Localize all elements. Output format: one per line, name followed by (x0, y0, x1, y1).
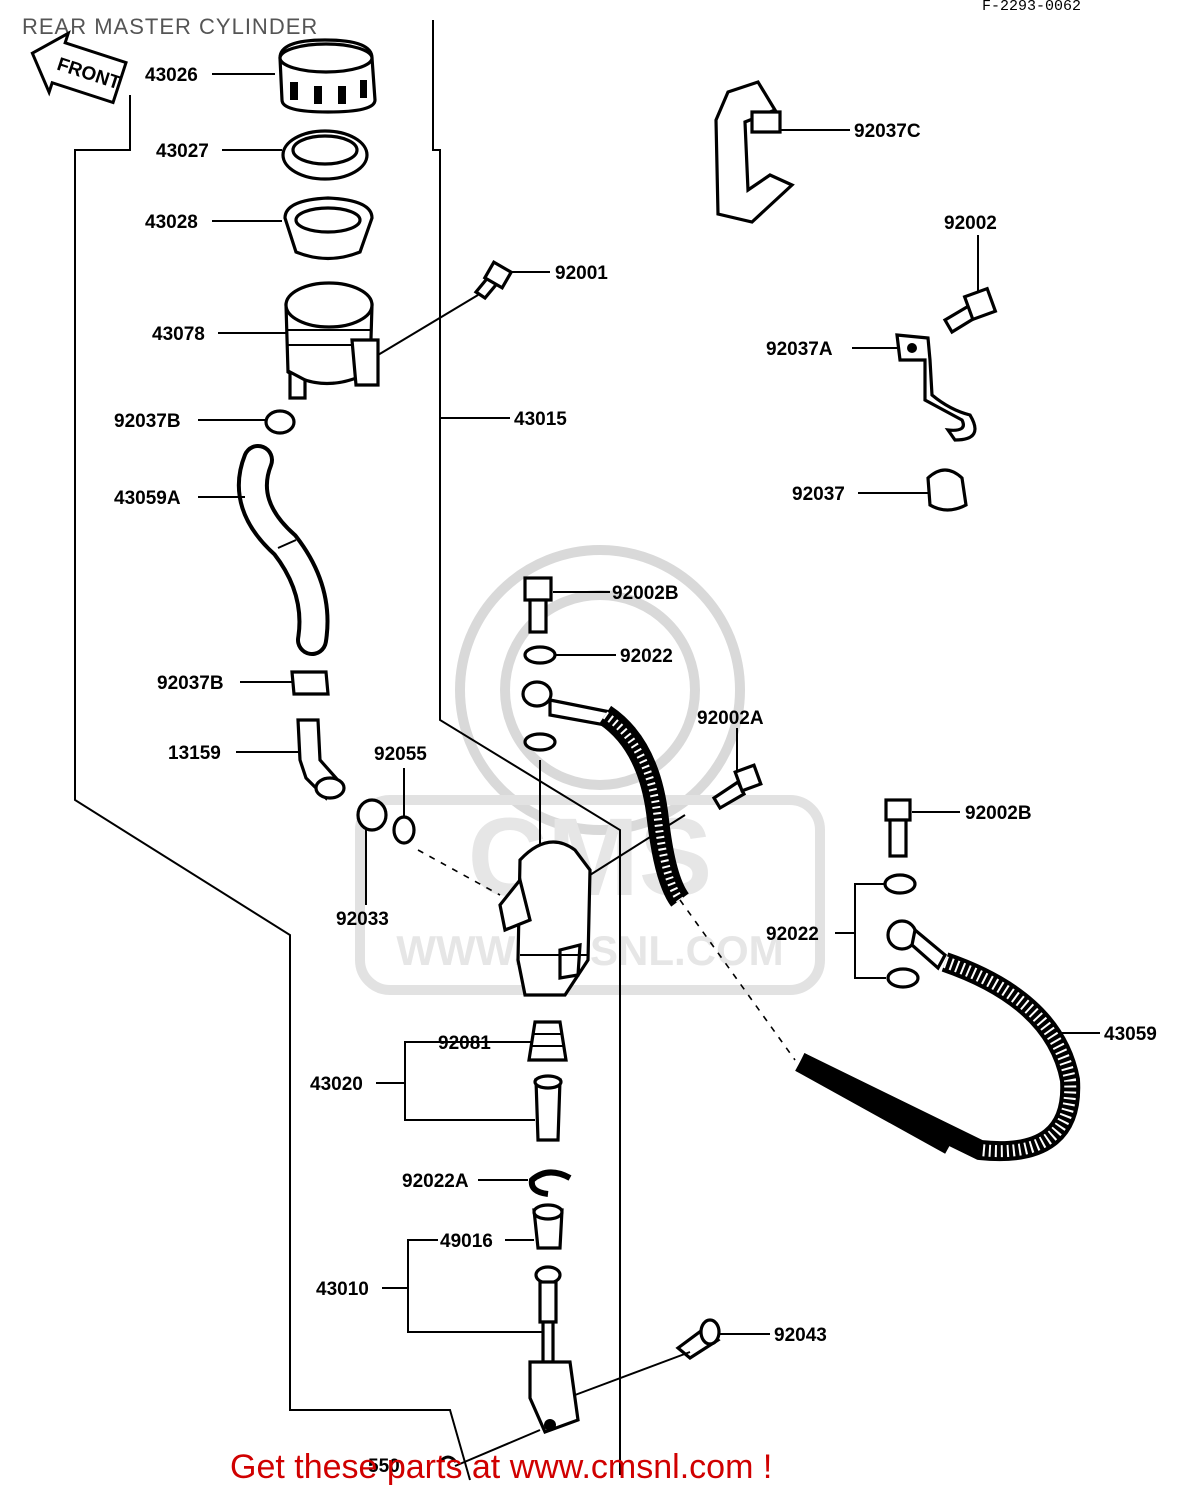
circlip (528, 1169, 572, 1197)
part-labels: 43026 43027 43028 92001 43078 43015 9203… (114, 65, 1157, 1477)
reservoir-tank (284, 281, 380, 400)
clevis-pin (675, 1318, 721, 1360)
brake-hose-43059 (795, 919, 1081, 1162)
label-92002B-right: 92002B (965, 803, 1032, 824)
o-ring-92033 (356, 798, 388, 832)
label-92043: 92043 (774, 1325, 827, 1346)
bracket-bolt (942, 286, 998, 335)
front-direction-arrow: FRONT (30, 30, 128, 105)
label-92002: 92002 (944, 213, 997, 234)
label-13159: 13159 (168, 743, 221, 764)
label-92002B-upper: 92002B (612, 583, 679, 604)
reservoir-cap (278, 38, 377, 114)
reservoir-screw (473, 260, 514, 301)
hose-fitting (296, 718, 346, 801)
washer-92022-lower-b (886, 967, 920, 989)
label-92037B-lower: 92037B (157, 673, 224, 694)
hose-clamp-upper (264, 409, 296, 435)
label-92033: 92033 (336, 909, 389, 930)
hose-guide-bracket (895, 333, 977, 442)
hose-clamp-bracket (714, 80, 795, 224)
washer-92022-upper-b (523, 732, 557, 752)
washer-92022-lower-a (883, 873, 917, 895)
label-43059: 43059 (1104, 1024, 1157, 1045)
label-92002A: 92002A (697, 708, 764, 729)
piston-spring (527, 1020, 568, 1062)
label-92001: 92001 (555, 263, 608, 284)
cotter-pin (438, 1455, 458, 1463)
brake-hose-upper (521, 680, 690, 907)
hose-clamp-bolt (711, 763, 763, 811)
label-43028: 43028 (145, 212, 198, 233)
diagram-reference-code: F-2293-0062 (982, 0, 1082, 15)
label-92022A: 92022A (402, 1171, 469, 1192)
label-92037: 92037 (792, 484, 845, 505)
washer-92022-upper-a (523, 645, 557, 665)
label-92037A: 92037A (766, 339, 833, 360)
label-43059A: 43059A (114, 488, 181, 509)
banjo-bolt-lower (884, 798, 912, 858)
push-rod (528, 1265, 580, 1435)
label-92022-right: 92022 (766, 924, 819, 945)
dust-boot (532, 1203, 564, 1250)
label-43010: 43010 (316, 1279, 369, 1300)
reservoir-hose (236, 444, 330, 656)
label-43026: 43026 (145, 65, 198, 86)
label-550: 550 (368, 1456, 400, 1477)
label-92081: 92081 (438, 1033, 491, 1054)
label-92022-upper: 92022 (620, 646, 673, 667)
label-43015: 43015 (514, 409, 567, 430)
assembly-frame-43015 (74, 20, 621, 1481)
page-title: REAR MASTER CYLINDER (22, 14, 319, 39)
piston-cup (533, 1074, 563, 1142)
footer-link-text[interactable]: Get these parts at www.cmsnl.com ! (230, 1448, 773, 1486)
hose-clamp-lower (290, 670, 330, 696)
label-43078: 43078 (152, 324, 205, 345)
leader-lines (198, 73, 1100, 1335)
o-ring-92055 (392, 815, 416, 845)
label-43027: 43027 (156, 141, 209, 162)
label-92037C: 92037C (854, 121, 921, 142)
label-49016: 49016 (440, 1231, 493, 1252)
hose-grommet (926, 468, 968, 512)
diaphragm-plate (281, 129, 369, 181)
label-92055: 92055 (374, 744, 427, 765)
label-43020: 43020 (310, 1074, 363, 1095)
master-cylinder-body (498, 840, 592, 997)
banjo-bolt-upper (523, 576, 553, 634)
reservoir-diaphragm (283, 196, 374, 261)
label-92037B-upper: 92037B (114, 411, 181, 432)
